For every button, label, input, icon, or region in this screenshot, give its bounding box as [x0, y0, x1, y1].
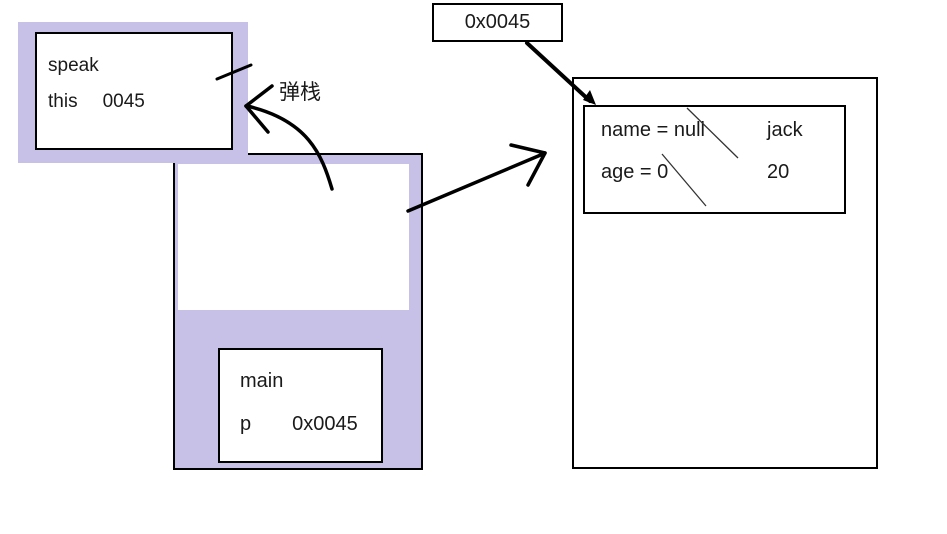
speak-frame-variable-row: this 0045	[48, 84, 231, 120]
main-frame-variable-row: p 0x0045	[240, 403, 381, 446]
pop-stack-label: 弹栈	[279, 81, 321, 104]
main-variable-value: 0x0045	[292, 413, 358, 435]
speak-variable-name: this	[48, 91, 78, 112]
main-frame-box: main p 0x0045	[218, 348, 383, 463]
speak-frame-region: speak this 0045	[18, 22, 248, 163]
stack-to-heap-arrow	[406, 143, 547, 213]
field-name-declaration: name = null	[601, 119, 705, 141]
speak-frame-label: speak	[48, 55, 99, 76]
field-row-name: name = null jack	[601, 109, 844, 151]
object-fields-box: name = null jack age = 0 20	[583, 105, 846, 214]
speak-variable-value: 0045	[102, 91, 145, 112]
popped-frame-slot	[178, 164, 409, 310]
main-variable-name: p	[240, 413, 252, 435]
stack-region: main p 0x0045	[173, 153, 423, 470]
field-name-updated-value: jack	[767, 119, 803, 141]
heap-region: name = null jack age = 0 20	[572, 77, 878, 469]
address-label: 0x0045	[464, 11, 531, 33]
speak-frame-box: speak this 0045	[35, 32, 233, 150]
field-row-age: age = 0 20	[601, 151, 844, 193]
address-label-box: 0x0045	[432, 3, 563, 42]
field-age-updated-value: 20	[767, 161, 790, 183]
main-frame-label: main	[240, 370, 284, 392]
field-age-declaration: age = 0	[601, 161, 669, 183]
